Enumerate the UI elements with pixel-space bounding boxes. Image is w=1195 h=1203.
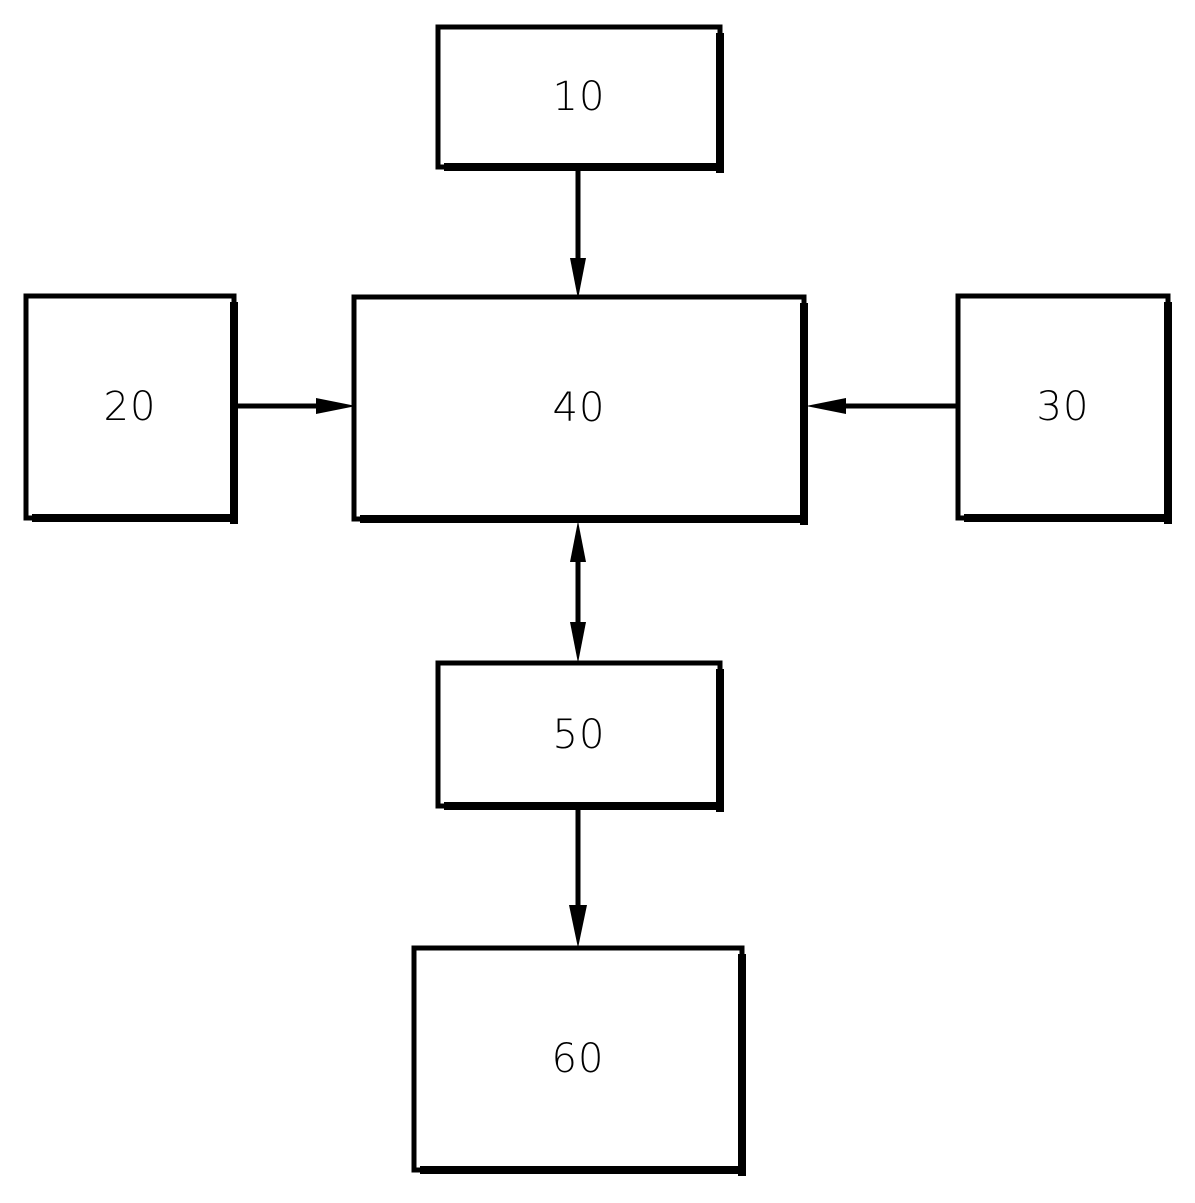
block-20-shape[interactable] xyxy=(23,293,238,524)
block-50-shape[interactable] xyxy=(435,660,724,812)
arrow-40-to-50 xyxy=(570,521,586,663)
arrow-50-to-60 xyxy=(569,806,587,948)
block-30-shape[interactable] xyxy=(955,293,1172,524)
arrow-20-to-40 xyxy=(234,398,356,414)
arrow-30-to-40 xyxy=(806,398,958,414)
arrow-10-to-40 xyxy=(570,167,586,299)
block-40-shape[interactable] xyxy=(351,294,808,525)
block-10-shape[interactable] xyxy=(435,24,724,173)
block-60-shape[interactable] xyxy=(411,945,746,1176)
